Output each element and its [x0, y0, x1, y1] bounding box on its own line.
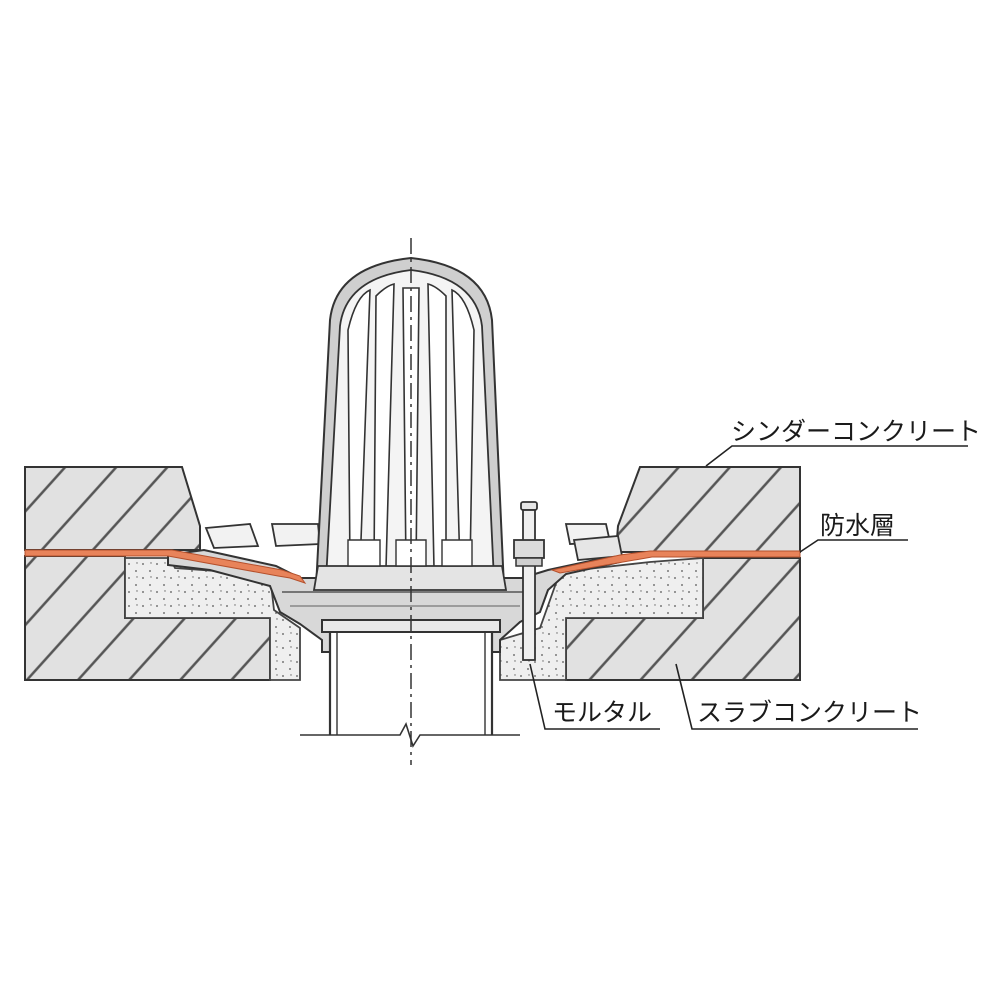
mortar — [124, 557, 704, 681]
cinder-concrete — [24, 466, 801, 553]
drain-pipe — [300, 619, 520, 748]
clamp-bolt — [513, 501, 545, 661]
dome-strainer — [312, 256, 508, 591]
label-waterproof-layer: 防水層 — [820, 511, 895, 540]
label-slab-concrete: スラブコンクリート — [697, 698, 922, 727]
leader-lines — [529, 445, 968, 730]
waterproof-layer — [24, 549, 801, 584]
label-cinder-concrete: シンダーコンクリート — [731, 417, 981, 446]
label-mortar: モルタル — [552, 698, 652, 727]
